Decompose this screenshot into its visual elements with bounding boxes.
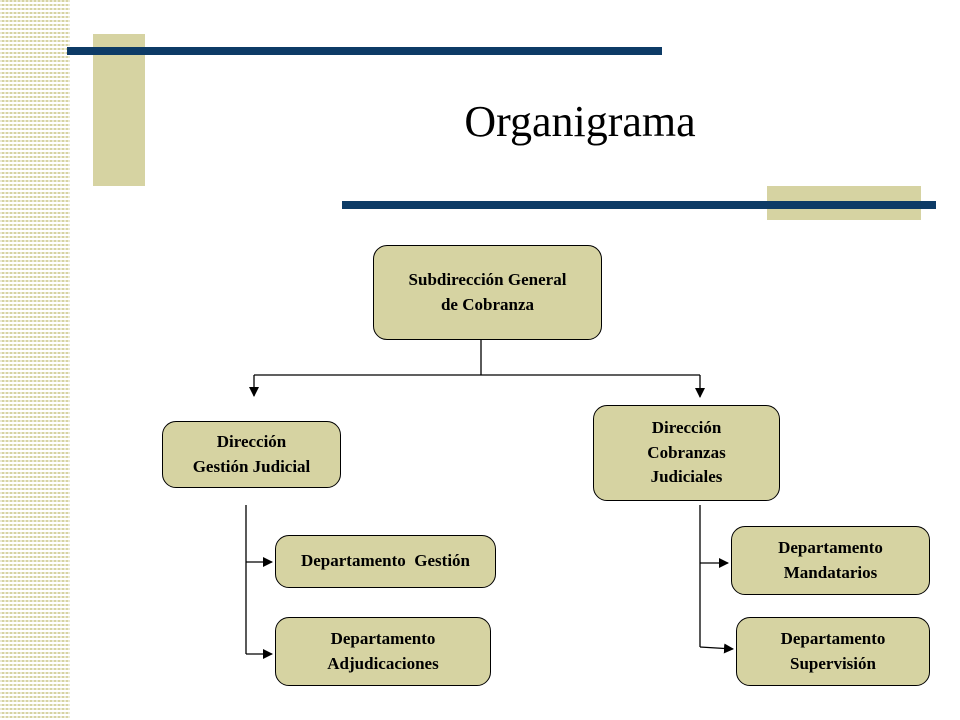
node-direccion-gestion-judicial: Dirección Gestión Judicial [162,421,341,488]
node-right-direction-line1: Dirección [651,418,722,438]
node-dept-supervision-line2: Supervisión [790,653,876,673]
node-departamento-mandatarios: Departamento Mandatarios [731,526,930,595]
node-dept-supervision-line1: Departamento [780,628,886,648]
node-direccion-cobranzas-judiciales: Dirección Cobranzas Judiciales [593,405,780,501]
node-departamento-gestion: Departamento Gestión [275,535,496,588]
node-dept-mandatarios-line1: Departamento [778,537,883,557]
striped-sidebar [0,0,70,720]
navy-bar-top [67,47,662,55]
node-root-line2: de Cobranza [440,294,534,314]
node-right-direction-line2: Cobranzas [647,442,726,462]
node-root-line1: Subdirección General [408,269,567,289]
node-left-direction-line1: Dirección [216,431,287,451]
navy-bar-bottom [342,201,936,209]
node-dept-adjudicaciones-line2: Adjudicaciones [327,653,439,673]
olive-block-top-left [93,34,145,186]
slide-title: Organigrama [464,97,696,146]
node-dept-gestion-line1: Departamento Gestión [300,551,471,571]
node-subdireccion-general: Subdirección General de Cobranza [373,245,602,340]
node-departamento-supervision: Departamento Supervisión [736,617,930,686]
node-left-direction-line2: Gestión Judicial [192,456,311,476]
node-departamento-adjudicaciones: Departamento Adjudicaciones [275,617,491,686]
node-dept-adjudicaciones-line1: Departamento [330,628,436,648]
node-right-direction-line3: Judiciales [650,467,723,487]
arrow-to-dept-supervision [699,643,734,654]
node-dept-mandatarios-line2: Mandatarios [783,562,878,582]
